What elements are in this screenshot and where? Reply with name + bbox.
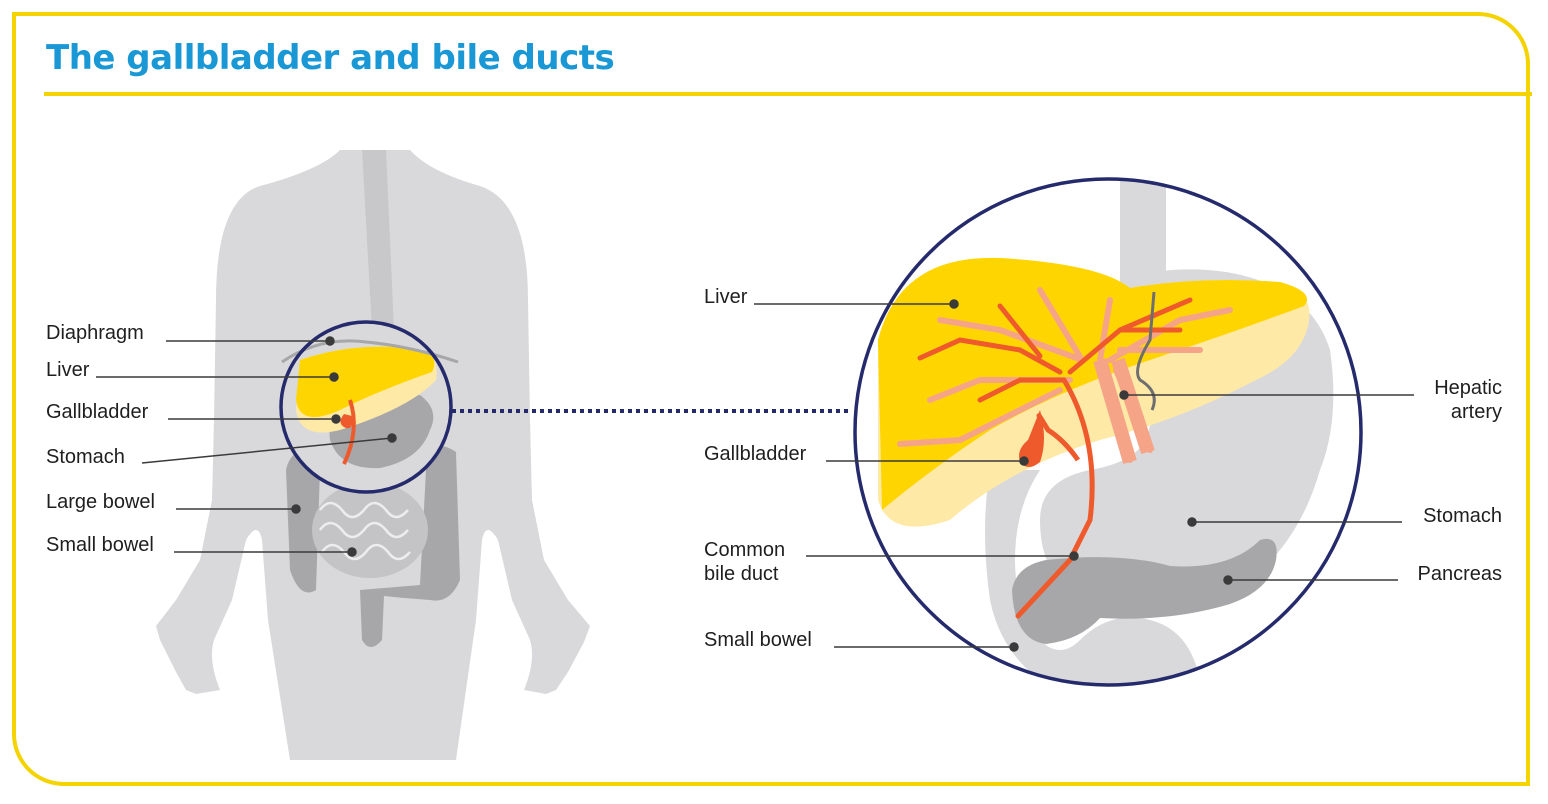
detail-label-hepatic-artery-line1: Hepatic <box>1434 377 1502 399</box>
diagram-title: The gallbladder and bile ducts <box>46 38 615 78</box>
label-liver: Liver <box>46 359 90 381</box>
label-diaphragm: Diaphragm <box>46 322 144 344</box>
label-small-bowel: Small bowel <box>46 534 154 556</box>
detail-label-pancreas: Pancreas <box>1417 563 1503 585</box>
detail-label-stomach: Stomach <box>1423 505 1502 527</box>
label-gallbladder: Gallbladder <box>46 401 149 423</box>
label-large-bowel: Large bowel <box>46 491 155 513</box>
body-leader-lines <box>96 336 397 557</box>
detail-label-liver: Liver <box>704 286 748 308</box>
detail-label-common-bile-duct-line2: bile duct <box>704 563 779 585</box>
detail-zoom-content <box>855 179 1361 685</box>
detail-leader-lines <box>754 299 1414 652</box>
body-zoom-circle <box>279 320 453 494</box>
label-stomach: Stomach <box>46 446 125 468</box>
body-small-bowel <box>312 482 428 578</box>
detail-label-small-bowel: Small bowel <box>704 629 812 651</box>
detail-label-hepatic-artery-line2: artery <box>1450 401 1502 423</box>
detail-zoom-circle <box>853 177 1363 687</box>
detail-label-common-bile-duct-line1: Common <box>704 539 786 561</box>
title-underline <box>44 92 1532 96</box>
body-zoom-content <box>281 322 451 492</box>
frame-border <box>12 12 1530 786</box>
detail-label-gallbladder: Gallbladder <box>704 443 807 465</box>
body-spine-shadow <box>362 150 394 330</box>
body-large-bowel <box>286 445 460 647</box>
